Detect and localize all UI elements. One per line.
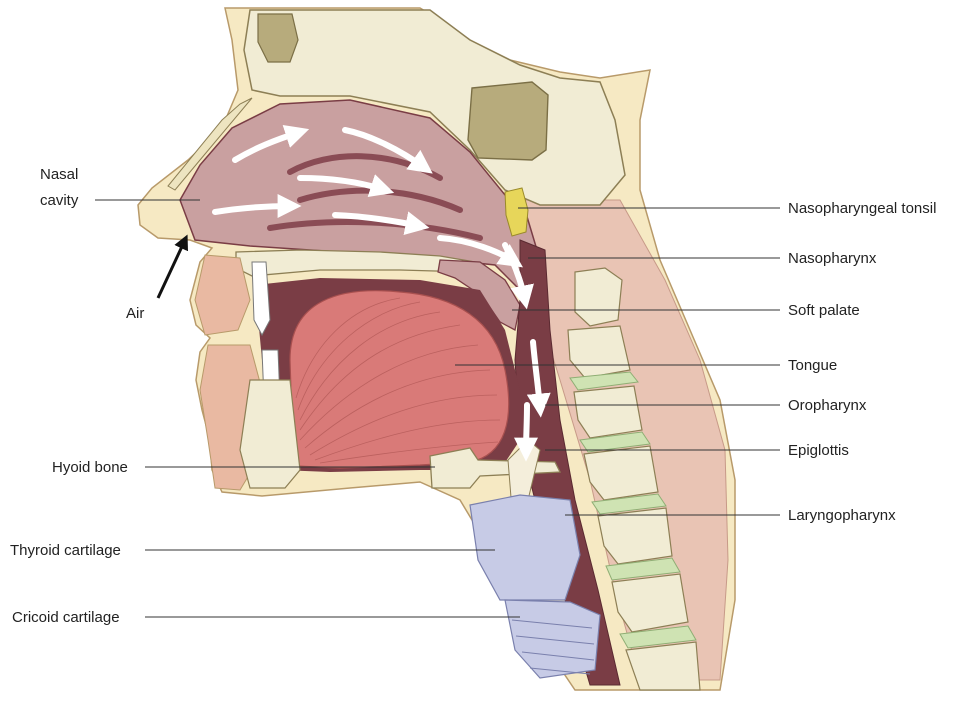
air-inflow-arrow	[158, 240, 185, 298]
label-soft-palate: Soft palate	[788, 302, 860, 319]
cricoid-cartilage-shape	[505, 600, 600, 678]
label-tongue: Tongue	[788, 357, 837, 374]
label-thyroid-cartilage: Thyroid cartilage	[10, 542, 121, 559]
label-epiglottis: Epiglottis	[788, 442, 849, 459]
label-cricoid-cartilage: Cricoid cartilage	[12, 609, 120, 626]
label-laryngopharynx: Laryngopharynx	[788, 507, 896, 524]
sphenoid-sinus	[468, 82, 548, 160]
frontal-sinus	[258, 14, 298, 62]
label-nasal-cavity-line2: cavity	[40, 192, 79, 209]
label-nasal-cavity-line1: Nasal	[40, 166, 78, 183]
label-oropharynx: Oropharynx	[788, 397, 867, 414]
mandible	[240, 380, 300, 488]
label-air: Air	[126, 305, 144, 322]
label-hyoid-bone: Hyoid bone	[52, 459, 128, 476]
label-nasopharyngeal-tonsil: Nasopharyngeal tonsil	[788, 200, 936, 217]
thyroid-cartilage-shape	[470, 495, 580, 600]
label-nasopharynx: Nasopharynx	[788, 250, 877, 267]
